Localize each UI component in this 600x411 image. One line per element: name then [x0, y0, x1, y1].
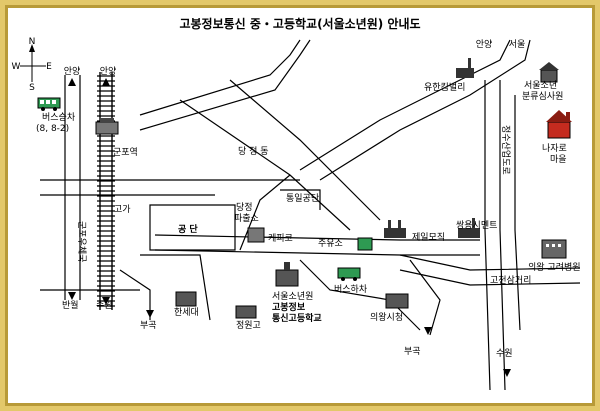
label-anyang-mid: 안양	[100, 66, 117, 77]
label-bugok-left: 부곡	[140, 320, 157, 331]
bus-icon-dropoff	[337, 267, 361, 281]
label-bus-dropoff: 버스하차	[334, 283, 368, 295]
road-network	[40, 39, 581, 391]
label-anyang-left: 안양	[64, 66, 81, 77]
bus-icon-pickup	[37, 97, 61, 111]
building-icon-hansei	[175, 291, 197, 307]
label-youth-center-main: 서울소년원	[272, 291, 313, 302]
label-jeongwon: 정원고	[236, 320, 261, 331]
label-youth-center: 분류심사원	[522, 91, 563, 102]
direction-arrows	[68, 78, 511, 377]
building-icon-kemiko	[247, 227, 265, 243]
compass-s: S	[29, 83, 35, 93]
label-gunpo-post: 군포우체국	[76, 221, 87, 262]
compass-icon: N S W E	[12, 37, 53, 93]
school-icon	[275, 262, 299, 287]
building-icon-cityhall	[385, 293, 409, 309]
label-seoul-youth: 서울소년	[524, 80, 557, 91]
gas-station-icon	[357, 237, 373, 251]
label-school-2: 통신고등학교	[272, 312, 322, 324]
label-hansei: 한세대	[174, 307, 199, 318]
building-icon-youth-center	[539, 62, 559, 83]
label-gunpo-station: 군포역	[113, 147, 138, 158]
label-jeil: 제일모직	[412, 232, 445, 243]
factory-icon-ssangyong	[458, 218, 480, 238]
label-dangjeong: 당정	[236, 202, 253, 213]
label-cityhall: 의왕시청	[370, 312, 403, 323]
label-overpass: 고가	[114, 204, 131, 215]
label-naja: 나자로	[542, 143, 567, 154]
label-bugok-bottom: 부곡	[404, 346, 421, 357]
label-industrial: 공 단	[178, 223, 198, 235]
label-naja2: 마을	[550, 154, 567, 165]
hospital-icon-uiwang	[541, 239, 567, 259]
factory-icon-yuhan	[456, 58, 474, 78]
compass-n: N	[29, 37, 36, 47]
label-bus-pickup: 버스승차	[42, 111, 76, 123]
label-gocheon: 고천삼거리	[490, 275, 531, 286]
compass-e: E	[46, 62, 52, 72]
compass-w: W	[12, 62, 21, 72]
railway	[97, 72, 115, 310]
label-suwon-left: 수원	[96, 300, 113, 311]
label-seoul: 서울	[509, 39, 526, 50]
label-school-1: 고봉정보	[272, 301, 306, 313]
label-anyang-right: 안양	[476, 39, 493, 50]
label-sutaesan: 정수산업도로	[500, 125, 511, 175]
label-gas-station: 주유소	[318, 238, 343, 249]
label-ssangyong: 쌍용시멘트	[456, 220, 497, 231]
label-tongil: 통일공단	[286, 193, 319, 204]
factory-icon-jeil	[384, 220, 406, 238]
label-bus-numbers: (8, 8-2)	[36, 124, 69, 134]
label-banwol: 반월	[62, 299, 79, 311]
station-building-icon	[95, 118, 119, 135]
label-hospital: 의왕 고려병원	[528, 262, 581, 273]
map-canvas	[8, 8, 592, 403]
label-suwon-bottom: 수원	[496, 348, 513, 359]
map-title: 고봉정보통신 중・고등학교(서울소년원) 안내도	[179, 16, 420, 31]
label-dangjeong-dong: 당 정 동	[238, 146, 269, 157]
building-icon-jeongwon	[235, 305, 257, 319]
label-police: 파출소	[234, 213, 259, 224]
label-kemiko: 케피코	[268, 233, 293, 244]
label-yuhan: 유한킴벌리	[424, 81, 465, 93]
church-icon-naja	[546, 110, 572, 139]
